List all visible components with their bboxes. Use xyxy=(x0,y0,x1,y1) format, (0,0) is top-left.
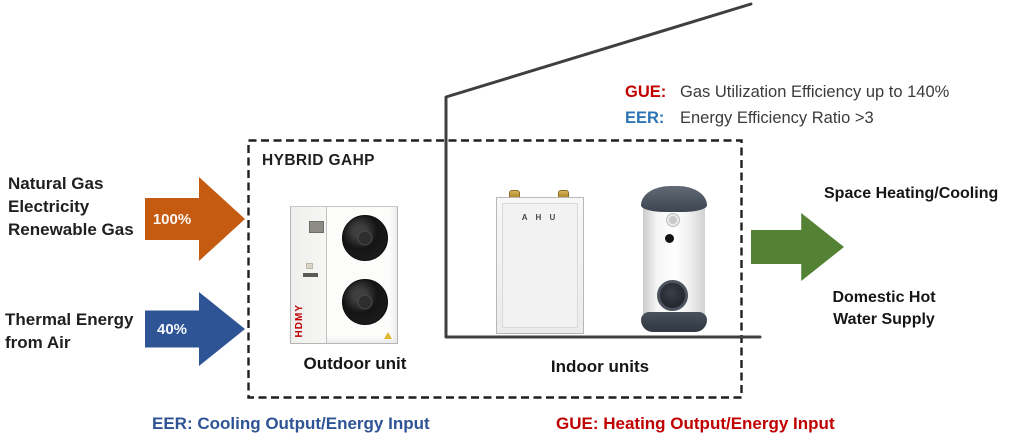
building-wall-roof-line xyxy=(444,2,762,339)
fuel-input-line: Natural Gas xyxy=(8,174,104,193)
tank-top-cap xyxy=(641,186,707,212)
brand-logo-text: HDMY xyxy=(294,303,305,337)
outdoor-unit-label: Outdoor unit xyxy=(303,354,407,373)
thermal-input-text: Thermal Energy from Air xyxy=(5,308,134,354)
gue-text: Gas Utilization Efficiency up to 140% xyxy=(680,83,950,101)
space-heating-label: Space Heating/Cooling xyxy=(824,185,999,202)
thermal-input-line: Thermal Energy xyxy=(5,310,134,329)
thermal-input-arrow: 40% xyxy=(145,292,245,366)
indoor-units-label: Indoor units xyxy=(550,357,650,376)
eer-label: EER: xyxy=(625,109,665,127)
eer-text: Energy Efficiency Ratio >3 xyxy=(680,109,874,127)
warning-sticker-icon xyxy=(384,332,392,339)
rating-sticker xyxy=(306,263,313,269)
output-arrow xyxy=(751,213,844,281)
dhw-line: Water Supply xyxy=(833,311,935,328)
fuel-input-text: Natural Gas Electricity Renewable Gas xyxy=(8,172,134,241)
eer-footnote: EER: Cooling Output/Energy Input xyxy=(152,414,430,433)
eer-metric-row: EER: Energy Efficiency Ratio >3 xyxy=(625,105,949,131)
fuel-input-arrow: 100% xyxy=(145,177,245,261)
vent-slot xyxy=(303,273,318,277)
outdoor-unit-image: HDMY xyxy=(290,206,398,344)
tank-dial-icon xyxy=(657,280,688,311)
dhw-line: Domestic Hot xyxy=(832,289,936,306)
dhw-label: Domestic Hot Water Supply xyxy=(820,287,948,331)
outdoor-unit-cabinet: HDMY xyxy=(290,206,398,344)
fan-icon xyxy=(342,279,388,325)
control-box xyxy=(309,221,324,233)
thermal-input-line: from Air xyxy=(5,333,71,352)
gue-label: GUE: xyxy=(625,83,667,101)
outdoor-unit-side-panel: HDMY xyxy=(291,207,327,343)
tank-vent-icon xyxy=(667,214,679,226)
ahu-unit-image: A H U xyxy=(496,190,584,334)
water-tank-image xyxy=(641,186,707,332)
gue-footnote: GUE: Heating Output/Energy Input xyxy=(556,414,835,433)
tank-base xyxy=(641,312,707,332)
fuel-percent-label: 100% xyxy=(152,210,192,228)
fuel-input-line: Electricity xyxy=(8,197,90,216)
ahu-panel: A H U xyxy=(496,197,584,334)
fuel-input-line: Renewable Gas xyxy=(8,220,134,239)
fan-icon xyxy=(342,215,388,261)
thermal-percent-label: 40% xyxy=(156,320,188,338)
gue-metric-row: GUE: Gas Utilization Efficiency up to 140… xyxy=(625,79,949,105)
tank-port-icon xyxy=(665,234,674,243)
efficiency-metrics: GUE: Gas Utilization Efficiency up to 140… xyxy=(625,79,949,131)
ahu-inner-panel xyxy=(502,203,578,328)
ahu-label: A H U xyxy=(521,213,559,222)
hybrid-gahp-title: HYBRID GAHP xyxy=(262,152,375,169)
